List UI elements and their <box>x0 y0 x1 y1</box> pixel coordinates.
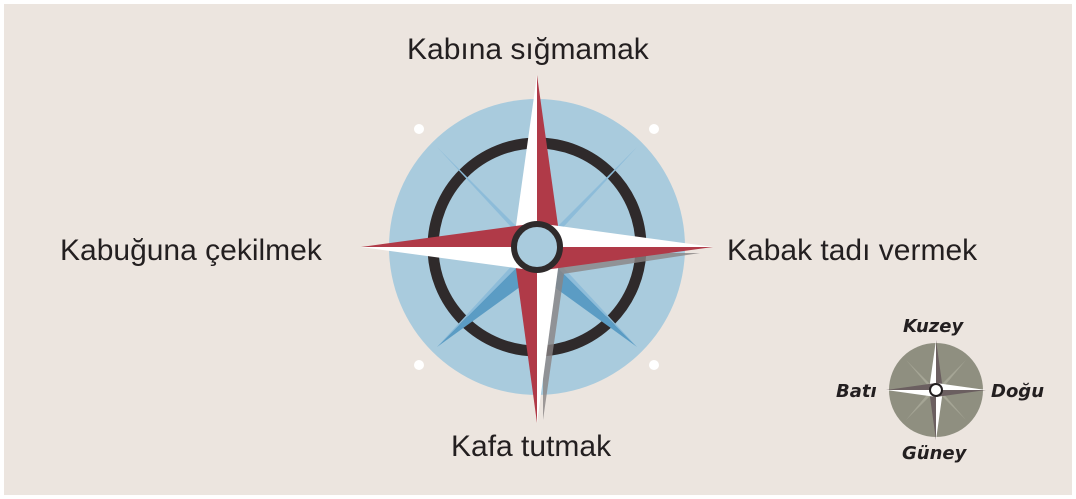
corner-dot-ne <box>649 124 659 134</box>
corner-dot-sw <box>414 360 424 370</box>
north-label: Kabına sığmamak <box>407 35 649 65</box>
center-hub <box>514 224 560 270</box>
east-label: Kabak tadı vermek <box>727 236 977 266</box>
corner-dot-se <box>649 360 659 370</box>
mini-hub <box>930 384 942 396</box>
mini-south-label: Güney <box>902 445 966 463</box>
west-label: Kabuğuna çekilmek <box>60 236 322 266</box>
south-label: Kafa tutmak <box>451 432 611 462</box>
main-compass <box>361 75 713 423</box>
mini-compass <box>886 340 986 440</box>
corner-dot-nw <box>414 124 424 134</box>
mini-north-label: Kuzey <box>903 318 963 336</box>
mini-west-label: Batı <box>836 383 877 401</box>
mini-east-label: Doğu <box>991 383 1044 401</box>
